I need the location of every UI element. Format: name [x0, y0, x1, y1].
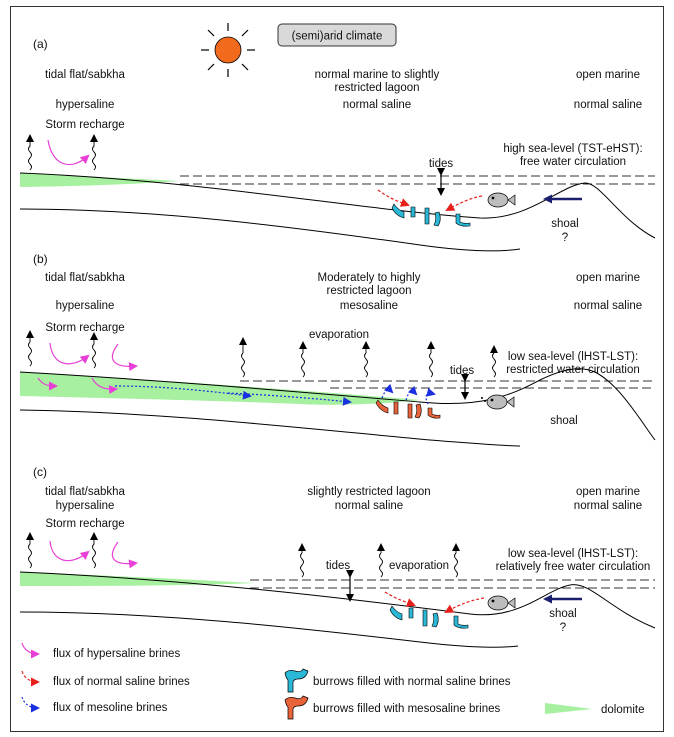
- legend-dolomite-label: dolomite: [601, 704, 644, 716]
- shoal-label: shoal: [551, 218, 579, 230]
- shoal-question: ?: [560, 622, 566, 634]
- mesoline-flux-arrow: [405, 385, 418, 401]
- fish-icon: [487, 595, 516, 611]
- zone-label: restricted lagoon: [326, 285, 411, 297]
- tides-label: tides: [429, 158, 454, 170]
- subsurface-line: [19, 208, 521, 252]
- salinity-label: normal saline: [335, 500, 403, 512]
- legend-hyper-label: flux of hypersaline brines: [53, 648, 180, 660]
- hypersaline-flux-arrow: [47, 139, 90, 166]
- normal-saline-flux-arrow: [444, 597, 485, 613]
- shoal-label: shoal: [550, 415, 578, 427]
- panel-a: (a) tidal flat/sabkha normal marine to s…: [19, 37, 656, 252]
- sealevel-label: relatively free water circulation: [496, 561, 651, 573]
- zone-label: open marine: [576, 486, 640, 498]
- mesoline-flux-arrow: [114, 385, 252, 400]
- zone-label: normal marine to slightly: [315, 69, 440, 81]
- mesoline-flux-arrow: [425, 387, 436, 405]
- panel-letter: (a): [33, 37, 48, 51]
- salinity-label: hypersaline: [56, 300, 115, 312]
- legend-meso-arrow: [21, 696, 40, 713]
- normal-saline-flux-arrow: [445, 195, 483, 211]
- climate-label: (semi)arid climate: [292, 31, 383, 43]
- salinity-label: normal saline: [574, 500, 642, 512]
- sealevel-label: low sea-level (lHST-LST):: [508, 548, 638, 560]
- shoal-question: ?: [562, 232, 568, 244]
- sealevel-label: high sea-level (TST-eHST):: [503, 143, 642, 155]
- hypersaline-flux-arrow: [112, 343, 138, 372]
- legend-meso-label: flux of mesoline brines: [53, 702, 168, 714]
- legend-normal-label: flux of normal saline brines: [53, 676, 190, 688]
- legend-burrow-normal-label: burrows filled with normal saline brines: [313, 676, 511, 688]
- climate-label-box: [277, 23, 397, 47]
- zone-label: open marine: [576, 69, 640, 81]
- legend-burrow-normal-icon: [284, 668, 309, 693]
- legend-dolomite-swatch: [545, 703, 592, 714]
- hypersaline-flux-arrow: [112, 541, 138, 569]
- hypersaline-flux-arrow: [37, 377, 58, 391]
- zone-label: tidal flat/sabkha: [45, 486, 126, 498]
- seafloor-line: [19, 368, 656, 441]
- hypersaline-flux-arrow: [91, 377, 118, 395]
- storm-recharge-label: Storm recharge: [45, 119, 124, 131]
- zone-label: restricted lagoon: [334, 82, 419, 94]
- burrows-normal: [391, 203, 471, 227]
- dolomite-body: [20, 372, 420, 405]
- panel-b: (b) tidal flat/sabkha Moderately to high…: [19, 252, 656, 447]
- zone-label: tidal flat/sabkha: [45, 272, 126, 284]
- normal-saline-flux-arrow: [377, 189, 410, 207]
- evaporation-arrow: [26, 134, 98, 171]
- subsurface-line: [19, 611, 519, 648]
- evaporation-arrow: [26, 532, 460, 578]
- evaporation-arrow: [26, 330, 498, 378]
- zone-label: slightly restricted lagoon: [307, 486, 430, 498]
- salinity-label: mesosaline: [340, 300, 398, 312]
- salinity-label: normal saline: [574, 99, 642, 111]
- tides-label: tides: [450, 365, 475, 377]
- normal-saline-flux-arrow: [384, 591, 416, 607]
- storm-recharge-label: Storm recharge: [45, 322, 124, 334]
- sun-icon: [201, 23, 255, 77]
- fish-icon: [481, 394, 515, 410]
- panel-letter: (c): [33, 465, 47, 479]
- panel-c: (c) tidal flat/sabkha slightly restricte…: [19, 465, 656, 648]
- tides-label: tides: [326, 560, 351, 572]
- subsurface-line: [19, 409, 521, 447]
- burrows-normal: [389, 605, 469, 629]
- sealevel-label: free water circulation: [520, 156, 626, 168]
- zone-label: tidal flat/sabkha: [45, 69, 126, 81]
- salinity-label: normal saline: [343, 99, 411, 111]
- salinity-label: normal saline: [574, 300, 642, 312]
- legend-hyper-arrow: [21, 642, 40, 659]
- salinity-label: hypersaline: [56, 99, 115, 111]
- hypersaline-flux-arrow: [49, 342, 90, 365]
- salinity-label: hypersaline: [56, 500, 115, 512]
- legend-burrow-meso-label: burrows filled with mesosaline brines: [313, 703, 501, 715]
- shoal-label: shoal: [549, 608, 577, 620]
- legend: flux of hypersaline brines flux of norma…: [21, 642, 644, 720]
- burrows-meso: [375, 399, 441, 419]
- mesoline-flux-arrow: [381, 383, 394, 399]
- figure-frame: [10, 6, 664, 732]
- evaporation-label: evaporation: [389, 560, 449, 572]
- storm-recharge-label: Storm recharge: [45, 518, 124, 530]
- evaporation-label: evaporation: [309, 329, 369, 341]
- zone-label: Moderately to highly: [318, 272, 421, 284]
- legend-normal-arrow: [21, 670, 40, 687]
- fish-icon: [487, 192, 516, 208]
- zone-label: open marine: [576, 272, 640, 284]
- sealevel-label: restricted water circulation: [506, 364, 640, 376]
- seafloor-line: [19, 172, 656, 239]
- seafloor-line: [19, 571, 656, 629]
- hypersaline-flux-arrow: [49, 540, 90, 562]
- mesoline-flux-arrow: [227, 392, 352, 406]
- panel-letter: (b): [33, 252, 48, 266]
- legend-burrow-meso-icon: [284, 695, 309, 720]
- sealevel-label: low sea-level (lHST-LST):: [508, 351, 638, 363]
- dolomite-body: [20, 173, 180, 187]
